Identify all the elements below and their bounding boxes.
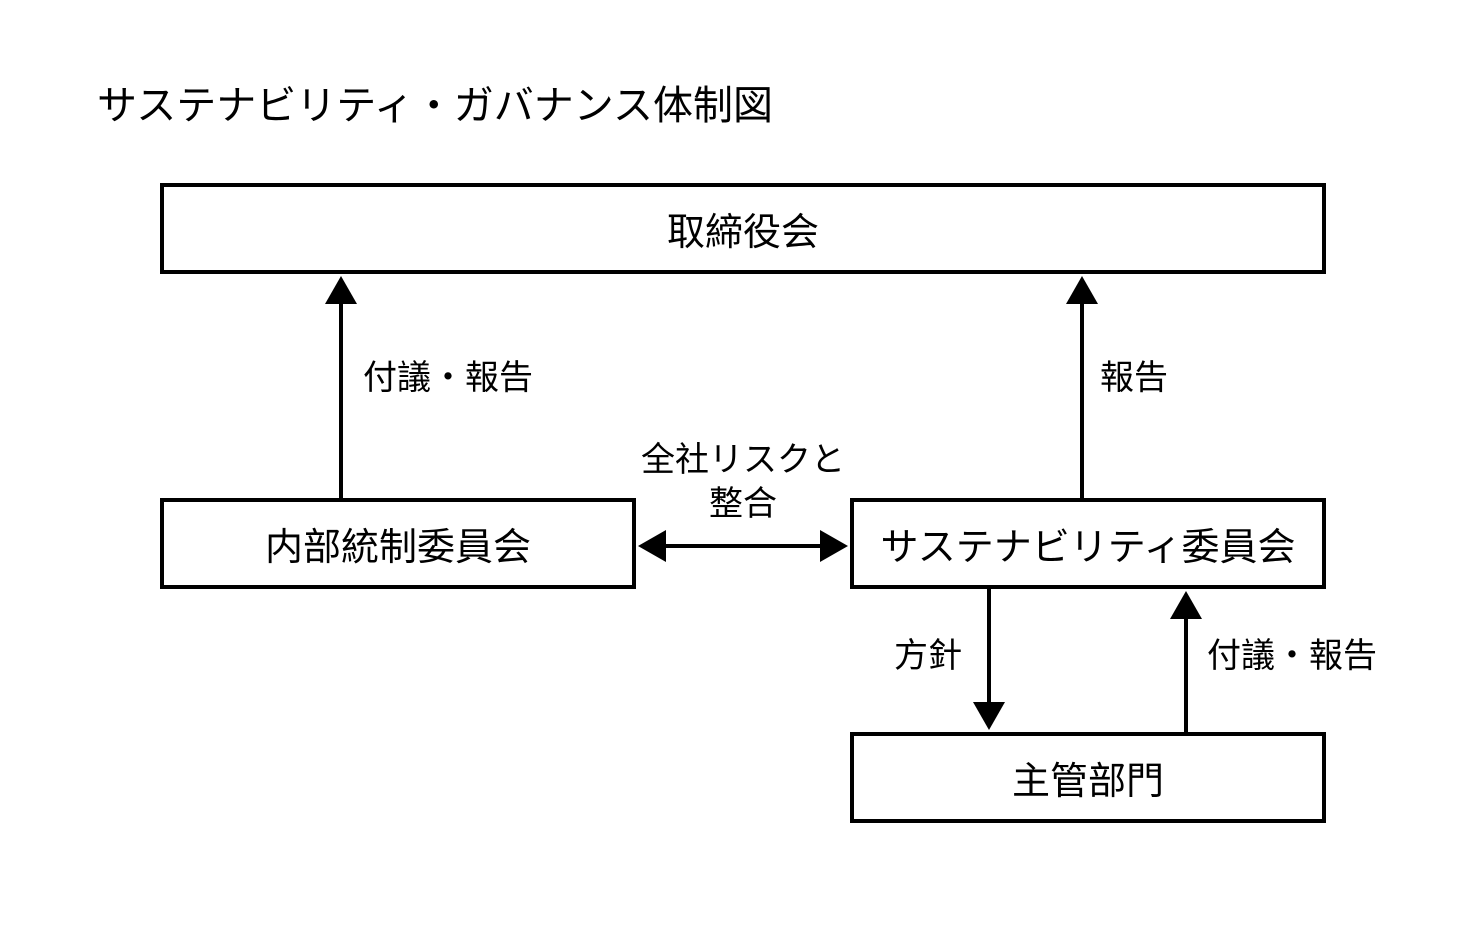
board-box: 取締役会 [160, 183, 1326, 274]
arrowhead-mutual-right [820, 530, 848, 562]
label-sustainability-to-board: 報告 [1100, 358, 1168, 398]
label-mutual-line1: 全社リスクと [641, 440, 845, 480]
arrowhead-mutual-left [638, 530, 666, 562]
internal-control-committee-box: 内部統制委員会 [160, 498, 636, 589]
arrowhead-department-to-sustainability [1170, 591, 1202, 619]
arrowhead-policy [973, 702, 1005, 730]
label-mutual: 全社リスクと 整合 [620, 438, 866, 526]
arrowhead-sustainability-to-board [1066, 276, 1098, 304]
diagram-title: サステナビリティ・ガバナンス体制図 [97, 83, 773, 129]
label-internal-to-board: 付議・報告 [363, 358, 533, 398]
sustainability-committee-box: サステナビリティ委員会 [850, 498, 1326, 589]
arrowhead-internal-to-board [325, 276, 357, 304]
label-department-to-sustainability: 付議・報告 [1207, 636, 1377, 676]
label-mutual-line2: 整合 [709, 484, 777, 524]
department-box: 主管部門 [850, 732, 1326, 823]
label-policy: 方針 [894, 636, 962, 676]
